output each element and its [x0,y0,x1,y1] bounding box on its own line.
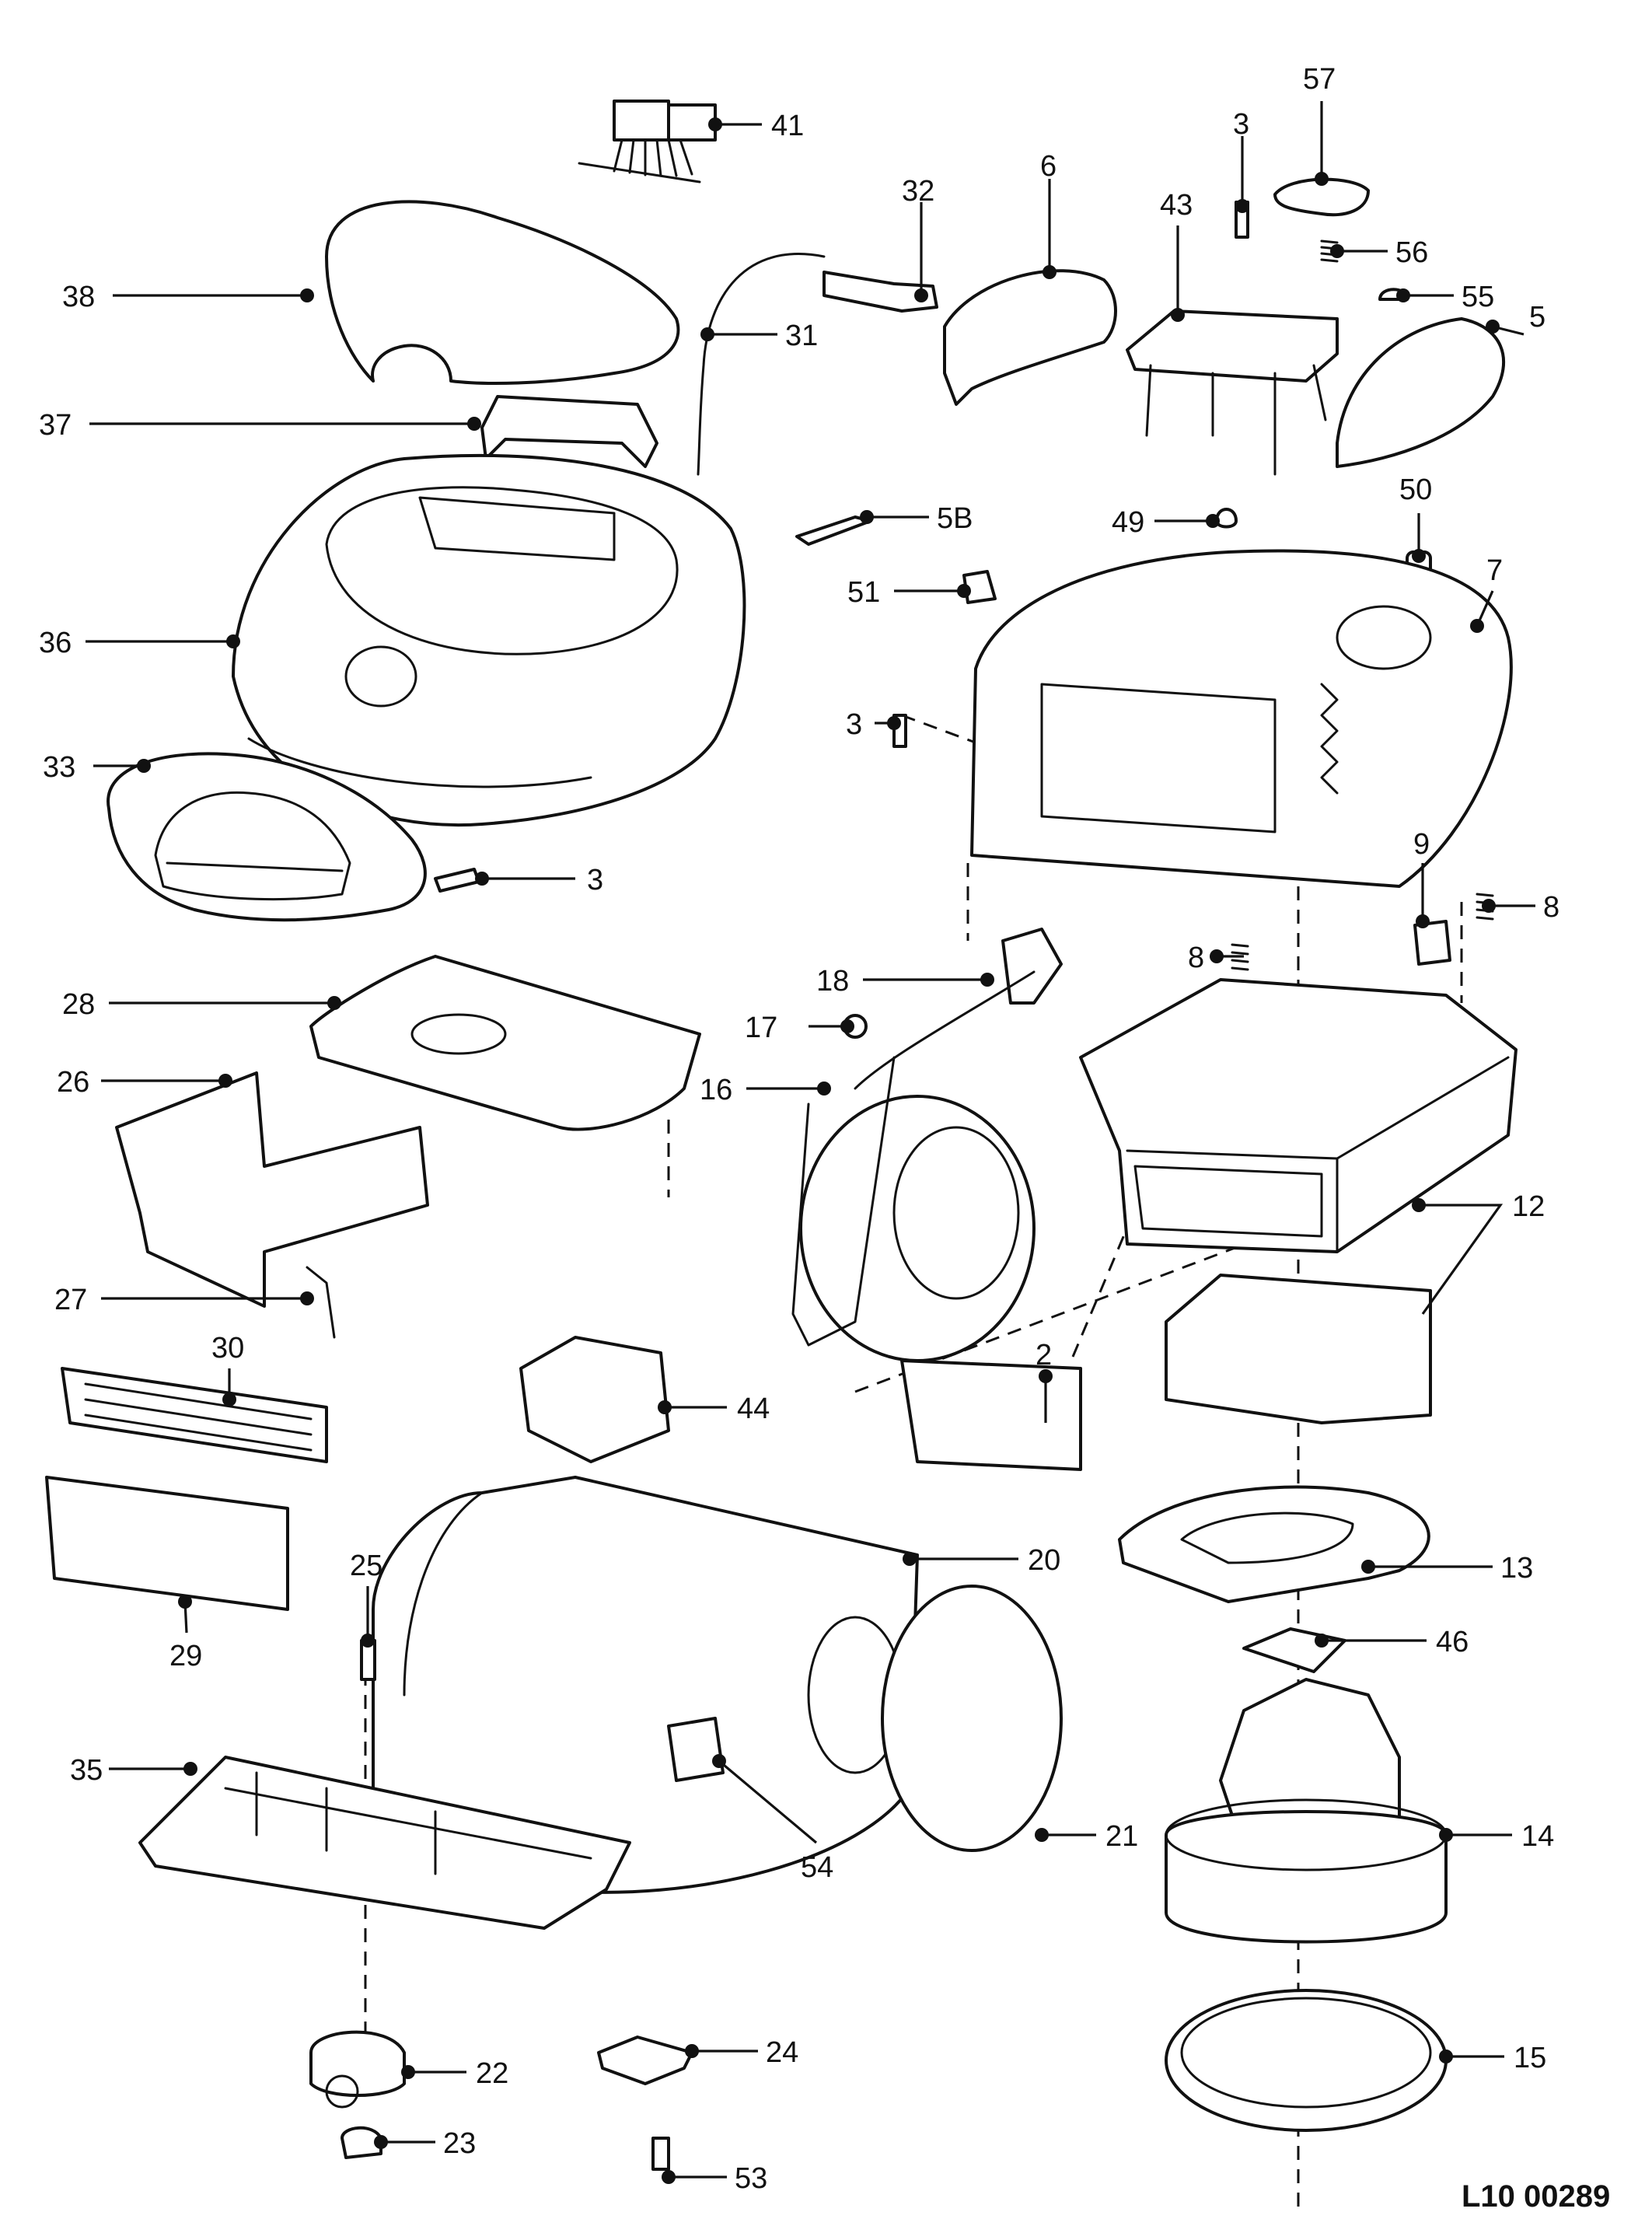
part-31-wire [697,253,826,476]
callout-8b: 8 [1188,942,1204,974]
part-5b-bracket [795,515,872,546]
part-14-motor [1165,1678,1448,1944]
callout-28: 28 [62,988,95,1021]
callout-44: 44 [737,1393,770,1425]
callout-20: 20 [1028,1544,1060,1577]
part-9-switch [1413,920,1451,966]
callout-35: 35 [70,1754,103,1787]
callout-43: 43 [1160,189,1193,222]
callout-17: 17 [745,1012,777,1044]
part-43-plate [1126,309,1339,476]
part-54-bracket [667,1717,725,1782]
callout-46: 46 [1436,1626,1469,1658]
callout-18: 18 [816,965,849,998]
callout-3: 3 [1233,108,1249,141]
callout-5: 5 [1529,301,1545,334]
callout-6: 6 [1040,150,1057,183]
callout-57: 57 [1303,63,1336,96]
part-44-duct [519,1336,670,1463]
callout-27: 27 [54,1284,87,1316]
callout-16: 16 [700,1074,732,1106]
callout-15: 15 [1514,2042,1546,2074]
callout-37: 37 [39,409,72,442]
callout-30: 30 [211,1332,244,1365]
part-26-frame [115,1071,429,1308]
drawing-code: L10 00289 [1462,2179,1610,2214]
part-3-screw [434,868,480,893]
callout-8: 8 [1543,891,1559,924]
part-32-switch [823,271,938,313]
part-22-caster [309,2030,406,2109]
part-2-filter [900,1359,1082,1471]
part-35-tray [138,1756,631,1930]
part-18-plug [1001,928,1063,1005]
callout-49: 49 [1112,506,1144,539]
callout-21: 21 [1105,1820,1138,1853]
callout-55: 55 [1462,281,1494,313]
callout-3b: 3 [846,708,862,741]
part-5-cover [1336,317,1506,468]
callout-5b: 5B [937,502,973,535]
part-53-screw [651,2137,670,2171]
part-49-clip [1215,508,1238,529]
part-24-bracket [597,2036,693,2085]
callout-29: 29 [169,1640,202,1672]
part-36-housing [232,453,746,826]
callout-33: 33 [43,751,75,784]
callout-32: 32 [902,175,934,208]
callout-53: 53 [735,2162,767,2195]
parts [45,100,1518,2171]
callout-7: 7 [1486,554,1503,587]
part-8-spring [1231,943,1249,971]
callout-23: 23 [443,2127,476,2160]
part-16-cable-reel [791,970,1036,1362]
callout-26: 26 [57,1066,89,1099]
part-6-cover [943,269,1117,406]
part-33-handle [107,752,427,922]
callout-25: 25 [350,1550,382,1582]
part-21-wheel [881,1585,1063,1852]
part-38-top-cover [325,200,680,385]
part-27-wire-clip [306,1266,336,1339]
callout-24: 24 [766,2036,798,2069]
callout-9: 9 [1413,828,1430,861]
callout-3c: 3 [587,864,603,896]
part-46-pad [1242,1627,1346,1673]
part-7-upper-body [970,549,1513,888]
callout-leaders [86,101,1535,2184]
callout-labels: 41 32 6 3 57 43 56 55 5 38 31 37 5B 49 5… [39,63,1559,2195]
part-37-clip [480,395,658,468]
callout-13: 13 [1500,1552,1533,1585]
callout-22: 22 [476,2057,508,2090]
callout-14: 14 [1521,1820,1554,1853]
part-28-bag-tray [309,955,701,1131]
part-56-spring [1320,239,1339,263]
callout-41: 41 [771,110,804,142]
callout-38: 38 [62,281,95,313]
callout-50: 50 [1399,474,1432,506]
callout-2: 2 [1036,1339,1052,1372]
part-57-knob [1273,177,1370,217]
part-41-connector [578,100,717,183]
part-15-ring [1165,1989,1448,2132]
part-12-motor-housing [1079,978,1518,1424]
assembly-axes [364,714,1463,2208]
callout-56: 56 [1395,236,1428,269]
callout-31: 31 [785,320,818,352]
callout-51: 51 [847,576,880,609]
callout-12: 12 [1512,1190,1545,1223]
part-30-grille [61,1367,328,1463]
callout-54: 54 [801,1851,833,1884]
part-29-filter-frame [45,1476,289,1611]
part-13-gasket [1118,1485,1430,1603]
callout-36: 36 [39,627,72,659]
